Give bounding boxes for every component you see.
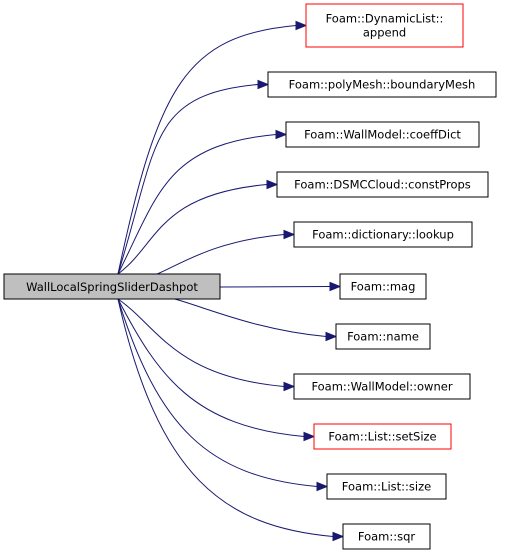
target-node-label: Foam::WallModel::owner [311, 380, 452, 394]
target-node[interactable]: Foam::dictionary::lookup [293, 221, 473, 248]
target-node-label: append [363, 26, 406, 40]
target-node-box [326, 473, 447, 500]
call-edge [117, 298, 334, 537]
call-edge-arrowhead [329, 281, 342, 292]
target-node-box [267, 71, 497, 98]
target-node[interactable]: Foam::name [335, 323, 431, 350]
source-node-label: WallLocalSpringSliderDashpot [26, 280, 198, 294]
call-edge-arrowhead [257, 79, 270, 90]
source-node-box [3, 273, 221, 300]
target-node-label: Foam::DSMCCloud::constProps [294, 178, 471, 192]
call-edge [117, 298, 305, 437]
call-edge [117, 234, 285, 280]
call-edge [117, 25, 297, 275]
call-edge-arrowhead [325, 331, 338, 342]
target-node[interactable]: Foam::DynamicList::append [305, 3, 464, 48]
target-node[interactable]: Foam::WallModel::coeffDict [285, 121, 480, 148]
target-node-label: Foam::List::setSize [328, 430, 436, 444]
target-node[interactable]: Foam::sqr [342, 523, 431, 550]
call-edge-arrowhead [295, 20, 308, 31]
call-edge [219, 286, 331, 288]
call-edge-arrowhead [332, 531, 345, 542]
target-nodes: Foam::DynamicList::appendFoam::polyMesh:… [267, 3, 497, 550]
target-node-box [313, 423, 452, 450]
call-edge-arrowhead [266, 179, 279, 190]
target-node-box [335, 323, 431, 350]
call-edge-arrowhead [283, 229, 296, 240]
target-node-box [293, 373, 471, 400]
target-node-label: Foam::DynamicList:: [326, 12, 444, 26]
call-edge [117, 134, 277, 275]
target-node-label: Foam::dictionary::lookup [312, 228, 454, 242]
target-node-label: Foam::polyMesh::boundaryMesh [289, 78, 476, 92]
call-edge [117, 184, 268, 275]
target-node[interactable]: Foam::List::setSize [313, 423, 452, 450]
source-node[interactable]: WallLocalSpringSliderDashpot [3, 273, 221, 300]
target-node-label: Foam::List::size [342, 480, 431, 494]
call-edge-arrowhead [316, 481, 329, 492]
target-node[interactable]: Foam::DSMCCloud::constProps [276, 171, 489, 198]
target-node-label: Foam::name [347, 330, 419, 344]
call-edge [117, 298, 318, 487]
target-node-box [305, 3, 464, 48]
call-edge [117, 292, 327, 337]
target-node[interactable]: Foam::WallModel::owner [293, 373, 471, 400]
target-node-label: Foam::mag [351, 280, 416, 294]
call-edge [117, 298, 285, 387]
call-edge-arrowhead [283, 381, 296, 392]
call-edge-arrowhead [275, 129, 288, 140]
target-node-box [293, 221, 473, 248]
target-node[interactable]: Foam::List::size [326, 473, 447, 500]
target-node-box [276, 171, 489, 198]
target-node[interactable]: Foam::mag [339, 273, 427, 300]
target-node-label: Foam::WallModel::coeffDict [304, 128, 461, 142]
call-edge-arrowhead [303, 431, 316, 442]
target-node-label: Foam::sqr [358, 530, 416, 544]
target-node-box [342, 523, 431, 550]
target-node[interactable]: Foam::polyMesh::boundaryMesh [267, 71, 497, 98]
target-node-box [285, 121, 480, 148]
target-node-box [339, 273, 427, 300]
call-edge [117, 84, 259, 275]
